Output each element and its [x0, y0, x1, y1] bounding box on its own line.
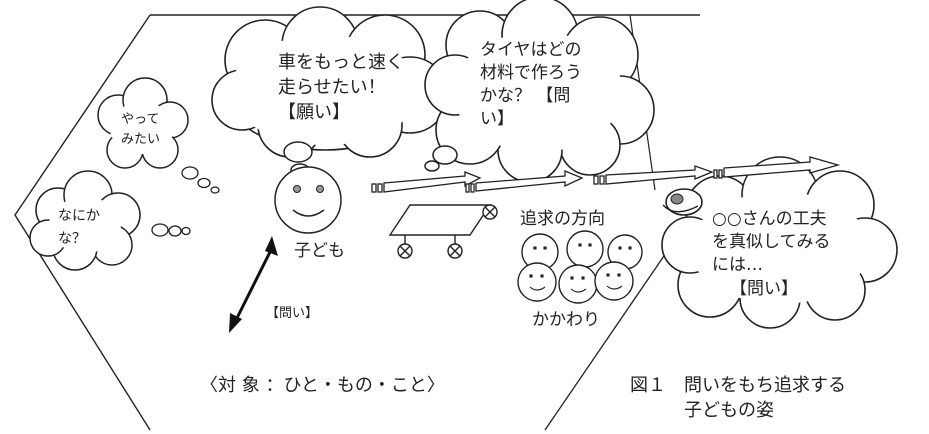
friends-group: [517, 230, 643, 304]
imitate-cloud-text: ○○さんの工夫 を真似してみる には… 【問い】: [712, 209, 836, 299]
target-label: 〈対 象 ：ひと・もの・こと〉: [200, 375, 445, 396]
wish-line-2: 走らせたい！: [278, 77, 386, 98]
imitate-cloud: [661, 156, 898, 329]
try-cloud-text: やって みたい: [121, 112, 164, 147]
material-cloud: [424, 0, 655, 183]
imitate-line-3: には…: [712, 255, 763, 275]
wish-line-3: 【願い】: [278, 102, 350, 123]
wonder-line-1: なにか: [58, 208, 100, 224]
friends-faces: [529, 243, 632, 293]
try-cloud: [97, 77, 189, 169]
question-small-label: 【問い】: [266, 306, 318, 321]
material-line-2: 材料で作ろう: [480, 63, 582, 83]
wish-cloud-text: 車をもっと速く 走らせたい！ 【願い】: [278, 52, 410, 123]
wonder-cloud-text: なにか な？: [58, 208, 104, 247]
hexagon-left-edge: [14, 14, 151, 431]
wonder-cloud-tail: [151, 223, 191, 237]
child-label: 子ども: [294, 241, 345, 261]
try-line-1: やって: [121, 112, 159, 127]
imitate-line-1: ○○さんの工夫: [712, 209, 827, 229]
wonder-cloud: [29, 170, 141, 271]
imitate-line-2: を真似してみる: [712, 232, 831, 252]
material-line-3: かな？ 【問: [480, 86, 570, 106]
hexagon-lower-right-edge: [544, 249, 669, 431]
wish-cloud: [211, 6, 449, 158]
pursuit-direction-arrows: [371, 156, 841, 193]
try-line-2: みたい: [121, 132, 160, 147]
toy-car-drawing: [388, 204, 498, 259]
direction-label: 追求の方向: [520, 209, 605, 229]
question-double-arrow: [229, 236, 278, 333]
child-face: [274, 166, 342, 234]
observing-eye-icon: [662, 188, 703, 216]
figure-caption-line-2: 子どもの姿: [684, 400, 774, 421]
wish-line-1: 車をもっと速く: [278, 52, 404, 73]
try-cloud-tail: [181, 166, 220, 194]
imitate-line-4: 【問い】: [730, 279, 798, 299]
wonder-line-2: な？: [58, 231, 86, 247]
figure-caption-line-1: 図１ 問いをもち追求する: [630, 375, 846, 396]
material-cloud-tail: [424, 145, 458, 172]
material-line-4: い】: [480, 109, 514, 129]
relation-label: かかわり: [532, 310, 600, 330]
material-cloud-text: タイヤはどの 材料で作ろう かな？ 【問 い】: [480, 40, 587, 129]
material-line-1: タイヤはどの: [480, 40, 582, 60]
